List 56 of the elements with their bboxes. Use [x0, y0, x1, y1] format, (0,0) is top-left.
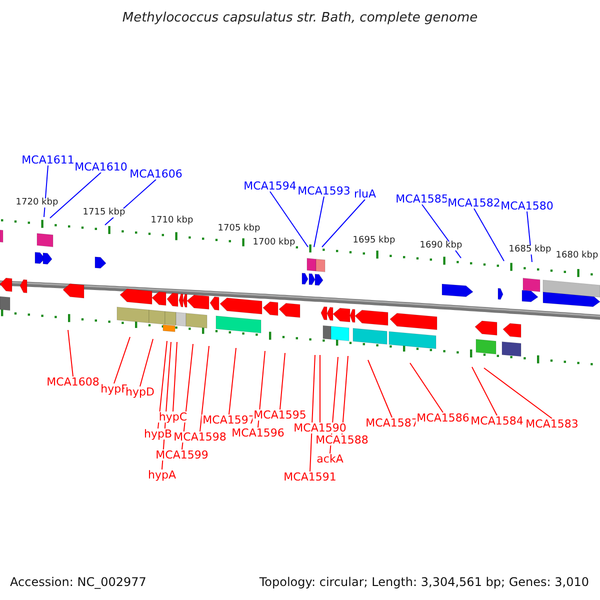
scale-label: 1705 kbp — [216, 224, 262, 234]
scale-label: 1720 kbp — [14, 198, 60, 208]
gene-label: hypC — [158, 412, 188, 422]
scale-label: 1680 kbp — [554, 252, 600, 260]
scale-label: 1715 kbp — [82, 208, 126, 218]
gene-label: MCA1594 — [242, 180, 298, 192]
gene-label: MCA1610 — [74, 162, 128, 172]
scale-label: 1685 kbp — [508, 246, 552, 254]
gene-label: hypD — [124, 386, 156, 398]
leader-line — [368, 360, 392, 418]
gene-label: hypF — [100, 384, 128, 394]
gene-label: hypA — [147, 470, 177, 480]
gene-label: MCA1611 — [20, 154, 76, 166]
gene-label: MCA1591 — [282, 472, 338, 482]
leader-line — [50, 172, 102, 218]
leader-line — [228, 348, 236, 415]
leader-line — [270, 191, 308, 248]
gene-label: MCA1593 — [296, 186, 352, 196]
leader-line — [314, 196, 324, 248]
genome-summary-text: Topology: circular; Length: 3,304,561 bp; Genes: 3,010 — [258, 576, 590, 588]
leader-line — [472, 366, 498, 416]
accession-text: Accession: NC_002977 — [9, 576, 148, 588]
scale-label: 1695 kbp — [352, 236, 396, 246]
gene-label: MCA1584 — [470, 416, 524, 426]
gene-label: MCA1586 — [416, 412, 470, 424]
gene-label: MCA1596 — [230, 428, 286, 438]
gene-label: MCA1599 — [154, 450, 210, 460]
gene-label: MCA1585 — [394, 194, 450, 204]
scale-label: 1690 kbp — [418, 242, 464, 250]
leader-line — [172, 342, 178, 412]
gene-label: MCA1588 — [314, 434, 370, 446]
gene-label: hypB — [143, 428, 173, 440]
leader-line — [280, 352, 286, 410]
scale-label: 1710 kbp — [150, 216, 194, 226]
gene-label: MCA1608 — [46, 376, 100, 388]
leader-line — [310, 354, 316, 472]
leader-line — [68, 330, 74, 377]
gene-label: MCA1590 — [292, 422, 348, 434]
gene-label: ackA — [316, 454, 344, 464]
leader-line — [410, 362, 444, 413]
leader-line — [484, 368, 552, 419]
scale-label: 1700 kbp — [252, 238, 296, 248]
leader-line — [158, 340, 168, 429]
leader-line — [474, 208, 504, 262]
title: Methylococcus capsulatus str. Bath, complete genome — [121, 12, 479, 24]
gene-label: MCA1606 — [128, 168, 184, 180]
gene-label: MCA1598 — [172, 432, 228, 442]
leader-line — [200, 346, 210, 432]
leader-line — [140, 338, 154, 387]
gene-label: MCA1583 — [524, 418, 580, 430]
leader-line — [114, 336, 130, 384]
gene-label: MCA1580 — [500, 200, 554, 212]
leader-line — [322, 199, 366, 248]
gene-label: MCA1582 — [446, 198, 502, 208]
gene-label: rluA — [352, 188, 378, 200]
gene-label: MCA1595 — [252, 410, 308, 420]
